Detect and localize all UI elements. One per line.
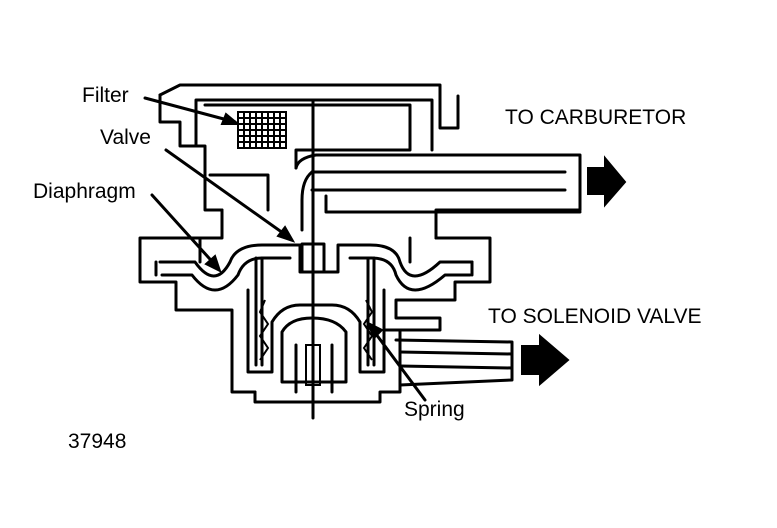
upper-housing: [158, 83, 460, 212]
diaphragm-membrane: [158, 243, 474, 292]
diaphragm-label: Diaphragm: [33, 180, 136, 203]
leader-lines: [143, 96, 427, 402]
carburetor-outlet-passage: [294, 153, 582, 240]
valve-stem: [300, 98, 326, 420]
leader-arrowhead: [220, 112, 241, 125]
leader-arrowhead: [276, 225, 296, 243]
arrow-right-icon: [521, 333, 570, 387]
arrow-right-icon: [587, 155, 627, 208]
filter-label: Filter: [82, 84, 129, 107]
leader-arrowhead: [366, 320, 384, 340]
solenoid-outlet-passage: [394, 338, 514, 387]
middle-body: [138, 208, 492, 394]
spring-label: Spring: [404, 398, 465, 421]
figure-number: 37948: [68, 430, 127, 453]
spring-coils: [258, 299, 374, 361]
valve-label: Valve: [100, 126, 151, 149]
to-carburetor-label: TO CARBURETOR: [505, 106, 687, 129]
leader-arrowhead: [204, 254, 222, 273]
lower-housing: [246, 256, 402, 404]
to-solenoid-valve-label: TO SOLENOID VALVE: [488, 305, 702, 328]
filter-mesh: [237, 111, 287, 149]
